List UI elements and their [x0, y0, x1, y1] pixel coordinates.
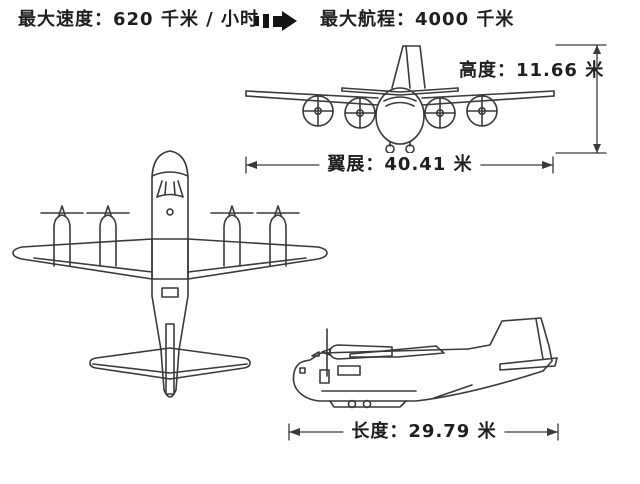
arrow-bar-icon [263, 14, 269, 28]
top-view-drawing [12, 150, 328, 398]
dashed-right-arrow-icon [254, 11, 297, 31]
wingspan-label: 翼展：40.41 米 [319, 153, 481, 177]
height-dimension-line [555, 44, 607, 154]
arrow-shaft-icon [273, 15, 282, 27]
arrow-head-icon [282, 11, 297, 31]
max-range-label: 最大航程：4000 千米 [320, 9, 515, 30]
arrow-bar-icon [254, 16, 259, 26]
front-view-drawing [245, 45, 555, 154]
height-label: 高度：11.66 米 [459, 60, 605, 81]
max-speed-label: 最大速度：620 千米 / 小时 [18, 9, 259, 30]
length-label: 长度：29.79 米 [343, 420, 505, 444]
side-view-drawing [292, 317, 558, 409]
